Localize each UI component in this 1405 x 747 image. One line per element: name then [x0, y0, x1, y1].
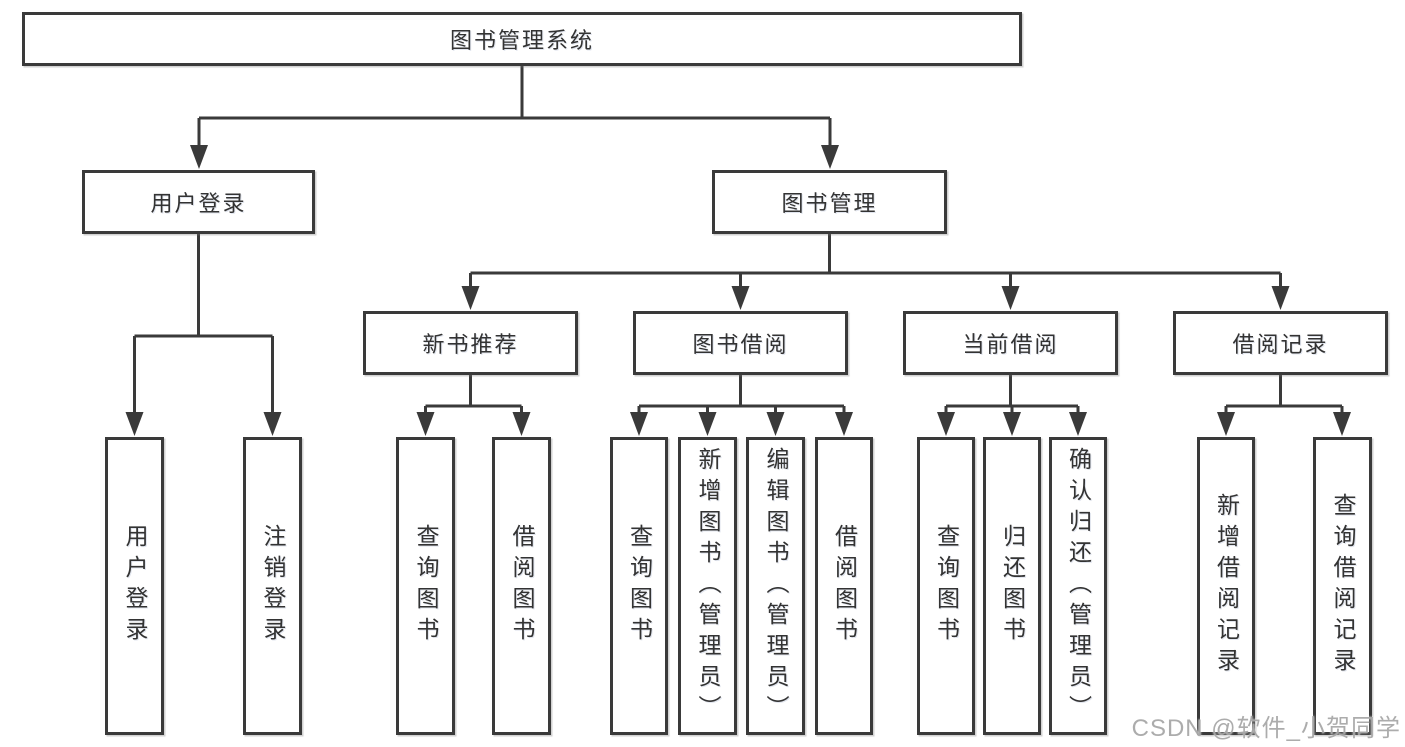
arrowhead-icon: [1271, 286, 1290, 310]
node-current-borrowing-label: 当前借阅: [962, 332, 1059, 357]
leaf-query-books-2-label: 查询图书: [626, 524, 653, 648]
arrowhead-icon: [821, 145, 839, 169]
node-book-management: 图书管理: [712, 170, 947, 234]
node-new-book-recommend-label: 新书推荐: [422, 332, 519, 357]
arrowhead-icon: [461, 286, 480, 310]
node-current-borrowing: 当前借阅: [903, 311, 1118, 375]
leaf-query-books-3-label: 查询图书: [933, 524, 960, 648]
connector-records: [1224, 375, 1344, 418]
arrowhead-icon: [731, 286, 750, 310]
arrowheads: [125, 145, 1351, 436]
leaf-borrow-books-2: 借阅图书: [815, 437, 873, 735]
node-system-root-label: 图书管理系统: [449, 28, 594, 53]
arrowhead-icon: [1003, 412, 1021, 436]
leaf-confirm-return-admin: 确认归还（管理员）: [1049, 437, 1107, 735]
node-book-management-label: 图书管理: [781, 191, 878, 216]
connector-new-books: [424, 375, 523, 418]
arrowhead-icon: [1333, 412, 1351, 436]
node-user-login: 用户登录: [82, 170, 315, 234]
leaf-add-books-admin: 新增图书（管理员）: [678, 437, 737, 735]
leaf-user-login-label: 用户登录: [122, 524, 148, 648]
leaf-return-books: 归还图书: [983, 437, 1041, 735]
node-borrowing-records-label: 借阅记录: [1232, 332, 1329, 357]
arrowhead-icon: [1217, 412, 1235, 436]
node-book-borrowing-label: 图书借阅: [692, 332, 789, 357]
leaf-query-books-1: 查询图书: [396, 437, 455, 735]
arrowhead-icon: [125, 412, 144, 436]
arrowhead-icon: [766, 412, 785, 436]
leaf-borrow-books-1: 借阅图书: [492, 437, 551, 735]
leaf-user-login: 用户登录: [105, 437, 164, 735]
leaf-logout-label: 注销登录: [260, 524, 286, 648]
leaf-add-borrow-record-label: 新增借阅记录: [1213, 493, 1240, 679]
arrowhead-icon: [835, 412, 853, 436]
connector-book-mgmt: [469, 234, 1282, 292]
node-book-borrowing: 图书借阅: [633, 311, 848, 375]
arrowhead-icon: [698, 412, 717, 436]
arrowhead-icon: [937, 412, 955, 436]
node-system-root: 图书管理系统: [22, 12, 1022, 66]
leaf-return-books-label: 归还图书: [999, 524, 1026, 648]
arrowhead-icon: [416, 412, 435, 436]
node-user-login-label: 用户登录: [150, 191, 247, 216]
arrowhead-icon: [263, 412, 282, 436]
leaf-confirm-return-admin-label: 确认归还（管理员）: [1065, 446, 1092, 726]
leaf-borrow-books-1-label: 借阅图书: [509, 524, 535, 648]
node-new-book-recommend: 新书推荐: [363, 311, 578, 375]
watermark: CSDN @软件_小贺同学: [1131, 715, 1401, 742]
connector-user-login: [133, 234, 274, 418]
arrowhead-icon: [1001, 286, 1020, 310]
connector-borrowing: [637, 375, 846, 418]
leaf-query-books-1-label: 查询图书: [413, 524, 439, 648]
leaf-borrow-books-2-label: 借阅图书: [831, 524, 858, 648]
leaf-add-borrow-record: 新增借阅记录: [1197, 437, 1255, 735]
arrowhead-icon: [630, 412, 648, 436]
arrowhead-icon: [190, 145, 208, 169]
leaf-query-books-3: 查询图书: [917, 437, 975, 735]
arrowhead-icon: [512, 412, 531, 436]
leaf-query-borrow-record-label: 查询借阅记录: [1330, 493, 1356, 679]
leaf-add-books-admin-label: 新增图书（管理员）: [695, 446, 721, 726]
leaf-edit-books-admin: 编辑图书（管理员）: [746, 437, 805, 735]
node-borrowing-records: 借阅记录: [1173, 311, 1388, 375]
arrowhead-icon: [1069, 412, 1087, 436]
connector-root: [197, 66, 832, 150]
connector-current: [944, 375, 1080, 418]
leaf-query-borrow-record: 查询借阅记录: [1313, 437, 1372, 735]
leaf-edit-books-admin-label: 编辑图书（管理员）: [763, 446, 789, 726]
leaf-logout: 注销登录: [243, 437, 302, 735]
leaf-query-books-2: 查询图书: [610, 437, 668, 735]
